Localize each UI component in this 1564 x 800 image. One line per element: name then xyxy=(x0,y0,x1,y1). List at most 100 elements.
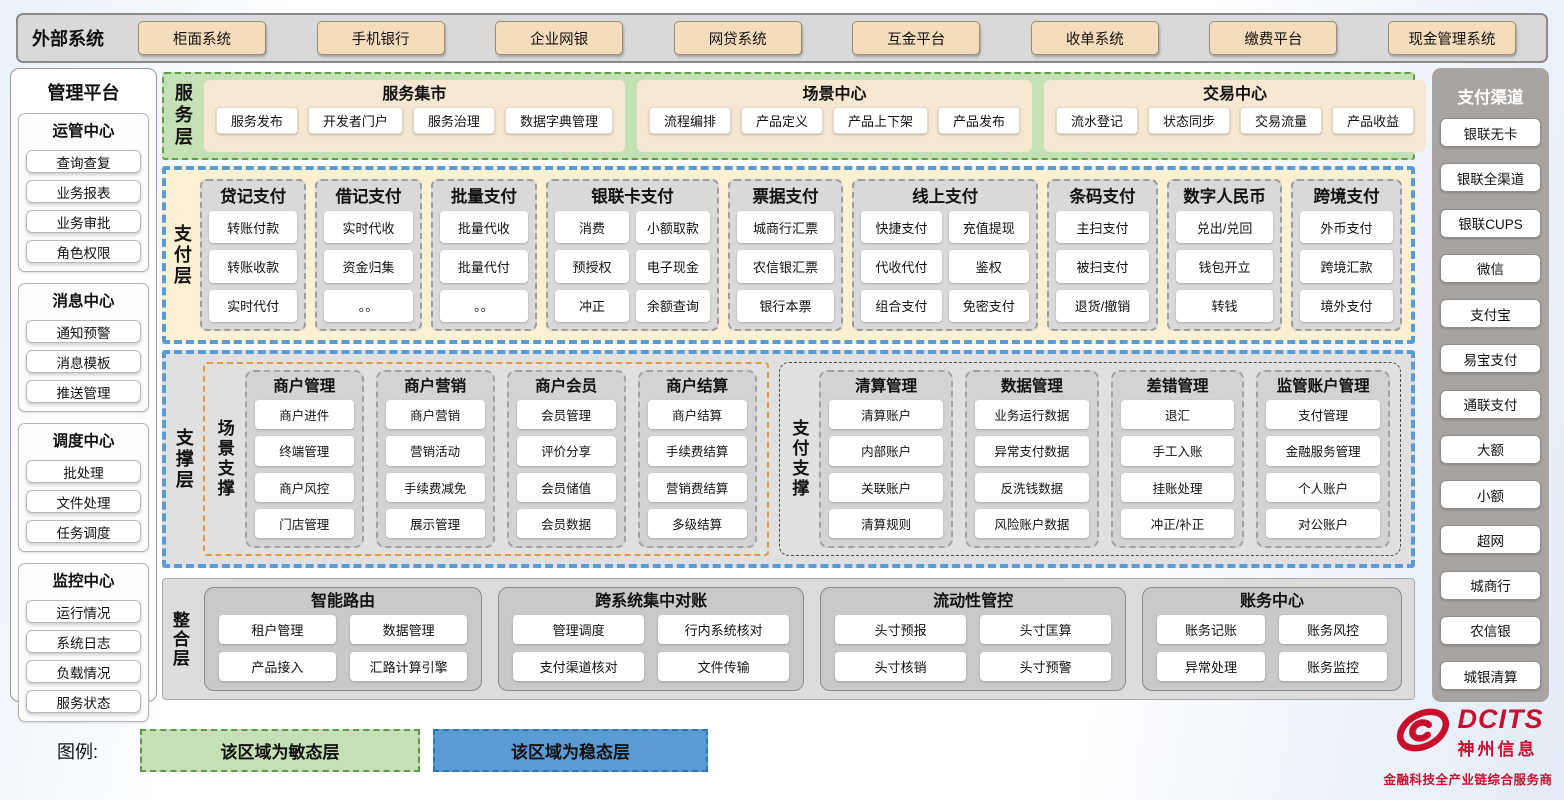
support-module-button[interactable]: 营销活动 xyxy=(385,436,485,466)
management-item-button[interactable]: 任务调度 xyxy=(26,520,141,543)
payment-module-button[interactable]: 快捷支付 xyxy=(861,211,942,244)
management-item-button[interactable]: 业务报表 xyxy=(26,180,141,203)
channel-button[interactable]: 小额 xyxy=(1440,480,1541,509)
support-module-button[interactable]: 商户风控 xyxy=(254,472,354,502)
integration-module-button[interactable]: 文件传输 xyxy=(658,652,790,681)
external-system-button[interactable]: 缴费平台 xyxy=(1209,21,1338,55)
service-module-button[interactable]: 数据字典管理 xyxy=(504,107,613,134)
support-module-button[interactable]: 多级结算 xyxy=(647,508,747,538)
external-system-button[interactable]: 手机银行 xyxy=(316,21,445,55)
channel-button[interactable]: 农信银 xyxy=(1440,615,1541,645)
support-module-button[interactable]: 评价分享 xyxy=(516,436,616,466)
management-item-button[interactable]: 通知预警 xyxy=(26,320,141,343)
support-module-button[interactable]: 商户进件 xyxy=(254,400,354,430)
support-module-button[interactable]: 会员数据 xyxy=(516,508,616,538)
service-module-button[interactable]: 开发者门户 xyxy=(307,107,403,134)
payment-module-button[interactable]: 小额取款 xyxy=(635,211,710,244)
support-module-button[interactable]: 对公账户 xyxy=(1266,508,1380,538)
integration-module-button[interactable]: 账务风控 xyxy=(1279,615,1388,644)
support-module-button[interactable]: 挂账处理 xyxy=(1120,472,1235,502)
management-item-button[interactable]: 查询查复 xyxy=(26,150,141,173)
channel-button[interactable]: 城商行 xyxy=(1440,570,1541,600)
support-module-button[interactable]: 门店管理 xyxy=(254,508,354,538)
service-module-button[interactable]: 产品上下架 xyxy=(832,107,928,134)
channel-button[interactable]: 微信 xyxy=(1440,253,1541,283)
payment-module-button[interactable]: 代收代付 xyxy=(861,250,942,283)
payment-module-button[interactable]: 银行本票 xyxy=(736,289,835,322)
payment-module-button[interactable]: 钱包开立 xyxy=(1175,250,1274,283)
support-module-button[interactable]: 业务运行数据 xyxy=(975,400,1089,430)
support-module-button[interactable]: 清算规则 xyxy=(829,508,944,538)
service-module-button[interactable]: 状态同步 xyxy=(1148,107,1231,134)
payment-module-button[interactable]: 城商行汇票 xyxy=(736,211,835,244)
support-module-button[interactable]: 风险账户数据 xyxy=(975,508,1089,538)
payment-module-button[interactable]: 被扫支付 xyxy=(1056,250,1149,283)
payment-module-button[interactable]: 转账付款 xyxy=(208,211,298,244)
service-module-button[interactable]: 产品定义 xyxy=(740,107,823,134)
payment-module-button[interactable]: 。。 xyxy=(439,289,529,322)
payment-module-button[interactable]: 退货/撤销 xyxy=(1056,289,1149,322)
payment-module-button[interactable]: 批量代付 xyxy=(439,250,529,283)
service-module-button[interactable]: 产品发布 xyxy=(938,107,1021,134)
management-item-button[interactable]: 服务状态 xyxy=(26,690,141,713)
management-item-button[interactable]: 系统日志 xyxy=(26,630,141,653)
integration-module-button[interactable]: 数据管理 xyxy=(350,615,468,644)
management-item-button[interactable]: 负载情况 xyxy=(26,660,141,683)
support-module-button[interactable]: 金融服务管理 xyxy=(1266,436,1380,466)
payment-module-button[interactable]: 电子现金 xyxy=(635,250,710,283)
channel-button[interactable]: 银联全渠道 xyxy=(1440,163,1541,193)
support-module-button[interactable]: 会员储值 xyxy=(516,472,616,502)
payment-module-button[interactable]: 组合支付 xyxy=(861,289,942,322)
channel-button[interactable]: 通联支付 xyxy=(1440,389,1541,419)
external-system-button[interactable]: 互金平台 xyxy=(852,21,981,55)
integration-module-button[interactable]: 头寸预警 xyxy=(980,652,1112,681)
support-module-button[interactable]: 支付管理 xyxy=(1266,400,1380,430)
payment-module-button[interactable]: 预授权 xyxy=(555,250,629,283)
service-module-button[interactable]: 产品收益 xyxy=(1332,107,1415,134)
channel-button[interactable]: 超网 xyxy=(1440,525,1541,555)
integration-module-button[interactable]: 异常处理 xyxy=(1157,652,1266,681)
payment-module-button[interactable]: 。。 xyxy=(324,289,413,322)
support-module-button[interactable]: 手续费减免 xyxy=(385,472,485,502)
support-module-button[interactable]: 手工入账 xyxy=(1120,436,1235,466)
payment-module-button[interactable]: 充值提现 xyxy=(948,211,1030,244)
management-item-button[interactable]: 角色权限 xyxy=(26,240,141,263)
management-item-button[interactable]: 文件处理 xyxy=(26,490,141,513)
management-item-button[interactable]: 消息模板 xyxy=(26,350,141,373)
management-item-button[interactable]: 运行情况 xyxy=(26,600,141,623)
payment-module-button[interactable]: 免密支付 xyxy=(948,289,1030,322)
integration-module-button[interactable]: 产品接入 xyxy=(218,652,337,681)
management-item-button[interactable]: 业务审批 xyxy=(26,210,141,233)
support-module-button[interactable]: 营销费结算 xyxy=(647,472,747,502)
support-module-button[interactable]: 手续费结算 xyxy=(647,436,747,466)
support-module-button[interactable]: 退汇 xyxy=(1120,400,1235,430)
management-item-button[interactable]: 推送管理 xyxy=(26,380,141,403)
integration-module-button[interactable]: 账务记账 xyxy=(1157,615,1266,644)
integration-module-button[interactable]: 头寸预报 xyxy=(835,615,967,644)
support-module-button[interactable]: 展示管理 xyxy=(385,508,485,538)
integration-module-button[interactable]: 管理调度 xyxy=(513,615,645,644)
support-module-button[interactable]: 终端管理 xyxy=(254,436,354,466)
service-module-button[interactable]: 服务发布 xyxy=(215,107,298,134)
support-module-button[interactable]: 异常支付数据 xyxy=(975,436,1089,466)
management-item-button[interactable]: 批处理 xyxy=(26,460,141,483)
channel-button[interactable]: 银联无卡 xyxy=(1440,118,1541,147)
support-module-button[interactable]: 内部账户 xyxy=(829,436,944,466)
payment-module-button[interactable]: 鉴权 xyxy=(948,250,1030,283)
channel-button[interactable]: 城银清算 xyxy=(1440,661,1541,690)
channel-button[interactable]: 银联CUPS xyxy=(1440,208,1541,238)
payment-module-button[interactable]: 实时代付 xyxy=(208,289,298,322)
payment-module-button[interactable]: 消费 xyxy=(555,211,629,244)
channel-button[interactable]: 大额 xyxy=(1440,434,1541,464)
payment-module-button[interactable]: 实时代收 xyxy=(324,211,413,244)
support-module-button[interactable]: 商户结算 xyxy=(647,400,747,430)
payment-module-button[interactable]: 跨境汇款 xyxy=(1300,250,1393,283)
payment-module-button[interactable]: 农信银汇票 xyxy=(736,250,835,283)
payment-module-button[interactable]: 兑出/兑回 xyxy=(1175,211,1274,244)
support-module-button[interactable]: 个人账户 xyxy=(1266,472,1380,502)
external-system-button[interactable]: 柜面系统 xyxy=(138,21,266,55)
external-system-button[interactable]: 收单系统 xyxy=(1030,21,1159,55)
service-module-button[interactable]: 交易流量 xyxy=(1240,107,1323,134)
payment-module-button[interactable]: 资金归集 xyxy=(324,250,413,283)
integration-module-button[interactable]: 汇路计算引擎 xyxy=(350,652,468,681)
